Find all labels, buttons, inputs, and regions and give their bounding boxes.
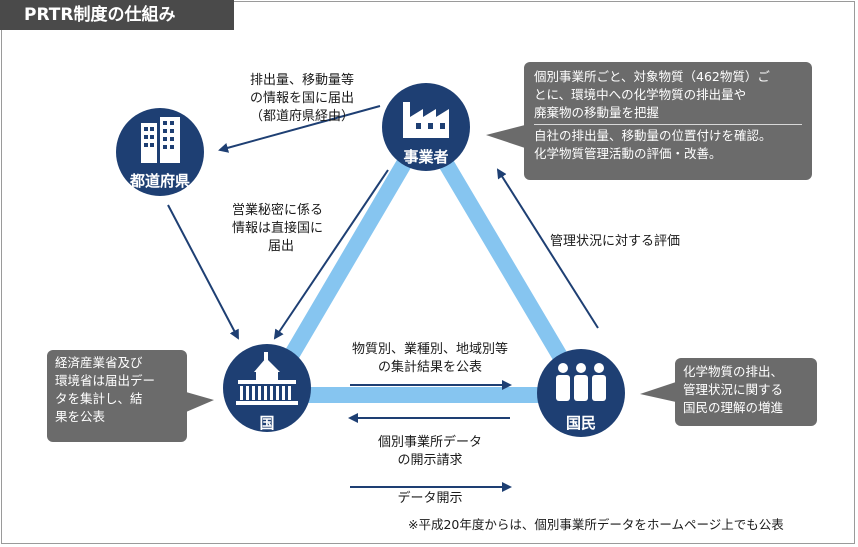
flow-line: の集計結果を公表 bbox=[377, 360, 482, 375]
people-group-icon bbox=[556, 363, 606, 401]
bubble-line: 果を公表 bbox=[55, 409, 106, 424]
bubble-line: 自社の排出量、移動量の位置付けを確認。 bbox=[534, 128, 772, 143]
flow-line: （都道府県経由） bbox=[249, 109, 354, 124]
arrow-business-to-country bbox=[273, 169, 389, 340]
flow-line: 届出 bbox=[268, 239, 295, 254]
node-business-label: 事業者 bbox=[403, 148, 449, 166]
arrow-citizens-to-business bbox=[496, 168, 599, 329]
flow-line: 営業秘密に係る bbox=[232, 203, 324, 218]
bubble-line: 化学物質管理活動の評価・改善。 bbox=[534, 146, 722, 161]
flow-line: の情報を国に届出 bbox=[249, 91, 354, 106]
footnote: ※平成20年度からは、個別事業所データをホームページ上でも公表 bbox=[408, 517, 784, 532]
flow-line: 情報は直接国に bbox=[232, 221, 324, 236]
flow-line: 排出量、移動量等 bbox=[249, 73, 354, 88]
bubble-line: 化学物質の排出、 bbox=[683, 364, 784, 379]
diagram-title: PRTR制度の仕組み bbox=[0, 0, 234, 30]
triangle-band bbox=[254, 112, 598, 403]
office-building-icon bbox=[141, 117, 180, 163]
parliament-building-icon bbox=[236, 352, 298, 405]
bubble-line: とに、環境中への化学物質の排出量や bbox=[534, 87, 747, 102]
citizens-info-bubble: 化学物質の排出、 管理状況に関する 国民の理解の増進 bbox=[675, 358, 817, 426]
publish-text: 物質別、業種別、地域別等 の集計結果を公表 bbox=[330, 341, 530, 377]
bubble-line: 経済産業省及び bbox=[55, 355, 143, 370]
trade-secret-text: 営業秘密に係る 情報は直接国に 届出 bbox=[232, 202, 323, 256]
bubble-line: 個別事業所ごと、対象物質（462物質）ご bbox=[534, 69, 770, 84]
node-country-label: 国 bbox=[259, 414, 275, 432]
country-info-bubble: 経済産業省及び 環境省は届出デー タを集計し、結 果を公表 bbox=[47, 350, 187, 442]
bubble-line: 廃棄物の移動量を把握 bbox=[534, 105, 660, 120]
node-citizens-label: 国民 bbox=[565, 414, 596, 432]
bubble-line: 国民の理解の増進 bbox=[683, 400, 784, 415]
evaluation-text: 管理状況に対する評価 bbox=[550, 234, 681, 249]
node-prefecture-label: 都道府県 bbox=[129, 172, 190, 190]
factory-icon bbox=[403, 102, 449, 138]
arrow-business-to-prefecture bbox=[218, 105, 381, 153]
flow-line: 個別事業所データ bbox=[377, 435, 482, 450]
flow-line: の開示請求 bbox=[397, 453, 463, 468]
arrow-prefecture-to-country bbox=[167, 204, 239, 340]
bubble-line: タを集計し、結 bbox=[55, 391, 143, 406]
business-info-bubble: 個別事業所ごと、対象物質（462物質）ご とに、環境中への化学物質の排出量や 廃… bbox=[524, 62, 812, 180]
data-disclosure-text: データ開示 bbox=[397, 491, 463, 506]
disclosure-request-text: 個別事業所データ の開示請求 bbox=[340, 434, 520, 470]
bubble-line: 環境省は届出デー bbox=[55, 373, 156, 388]
bubble-pointer-business bbox=[486, 125, 525, 148]
bubble-line: 管理状況に関する bbox=[683, 382, 784, 397]
bubble-pointer-country bbox=[186, 392, 214, 412]
flow-line: 物質別、業種別、地域別等 bbox=[351, 342, 508, 357]
flow-to-prefecture-text: 排出量、移動量等 の情報を国に届出 （都道府県経由） bbox=[222, 72, 382, 126]
bubble-pointer-citizens bbox=[640, 382, 676, 402]
bubble-divider bbox=[534, 124, 802, 125]
